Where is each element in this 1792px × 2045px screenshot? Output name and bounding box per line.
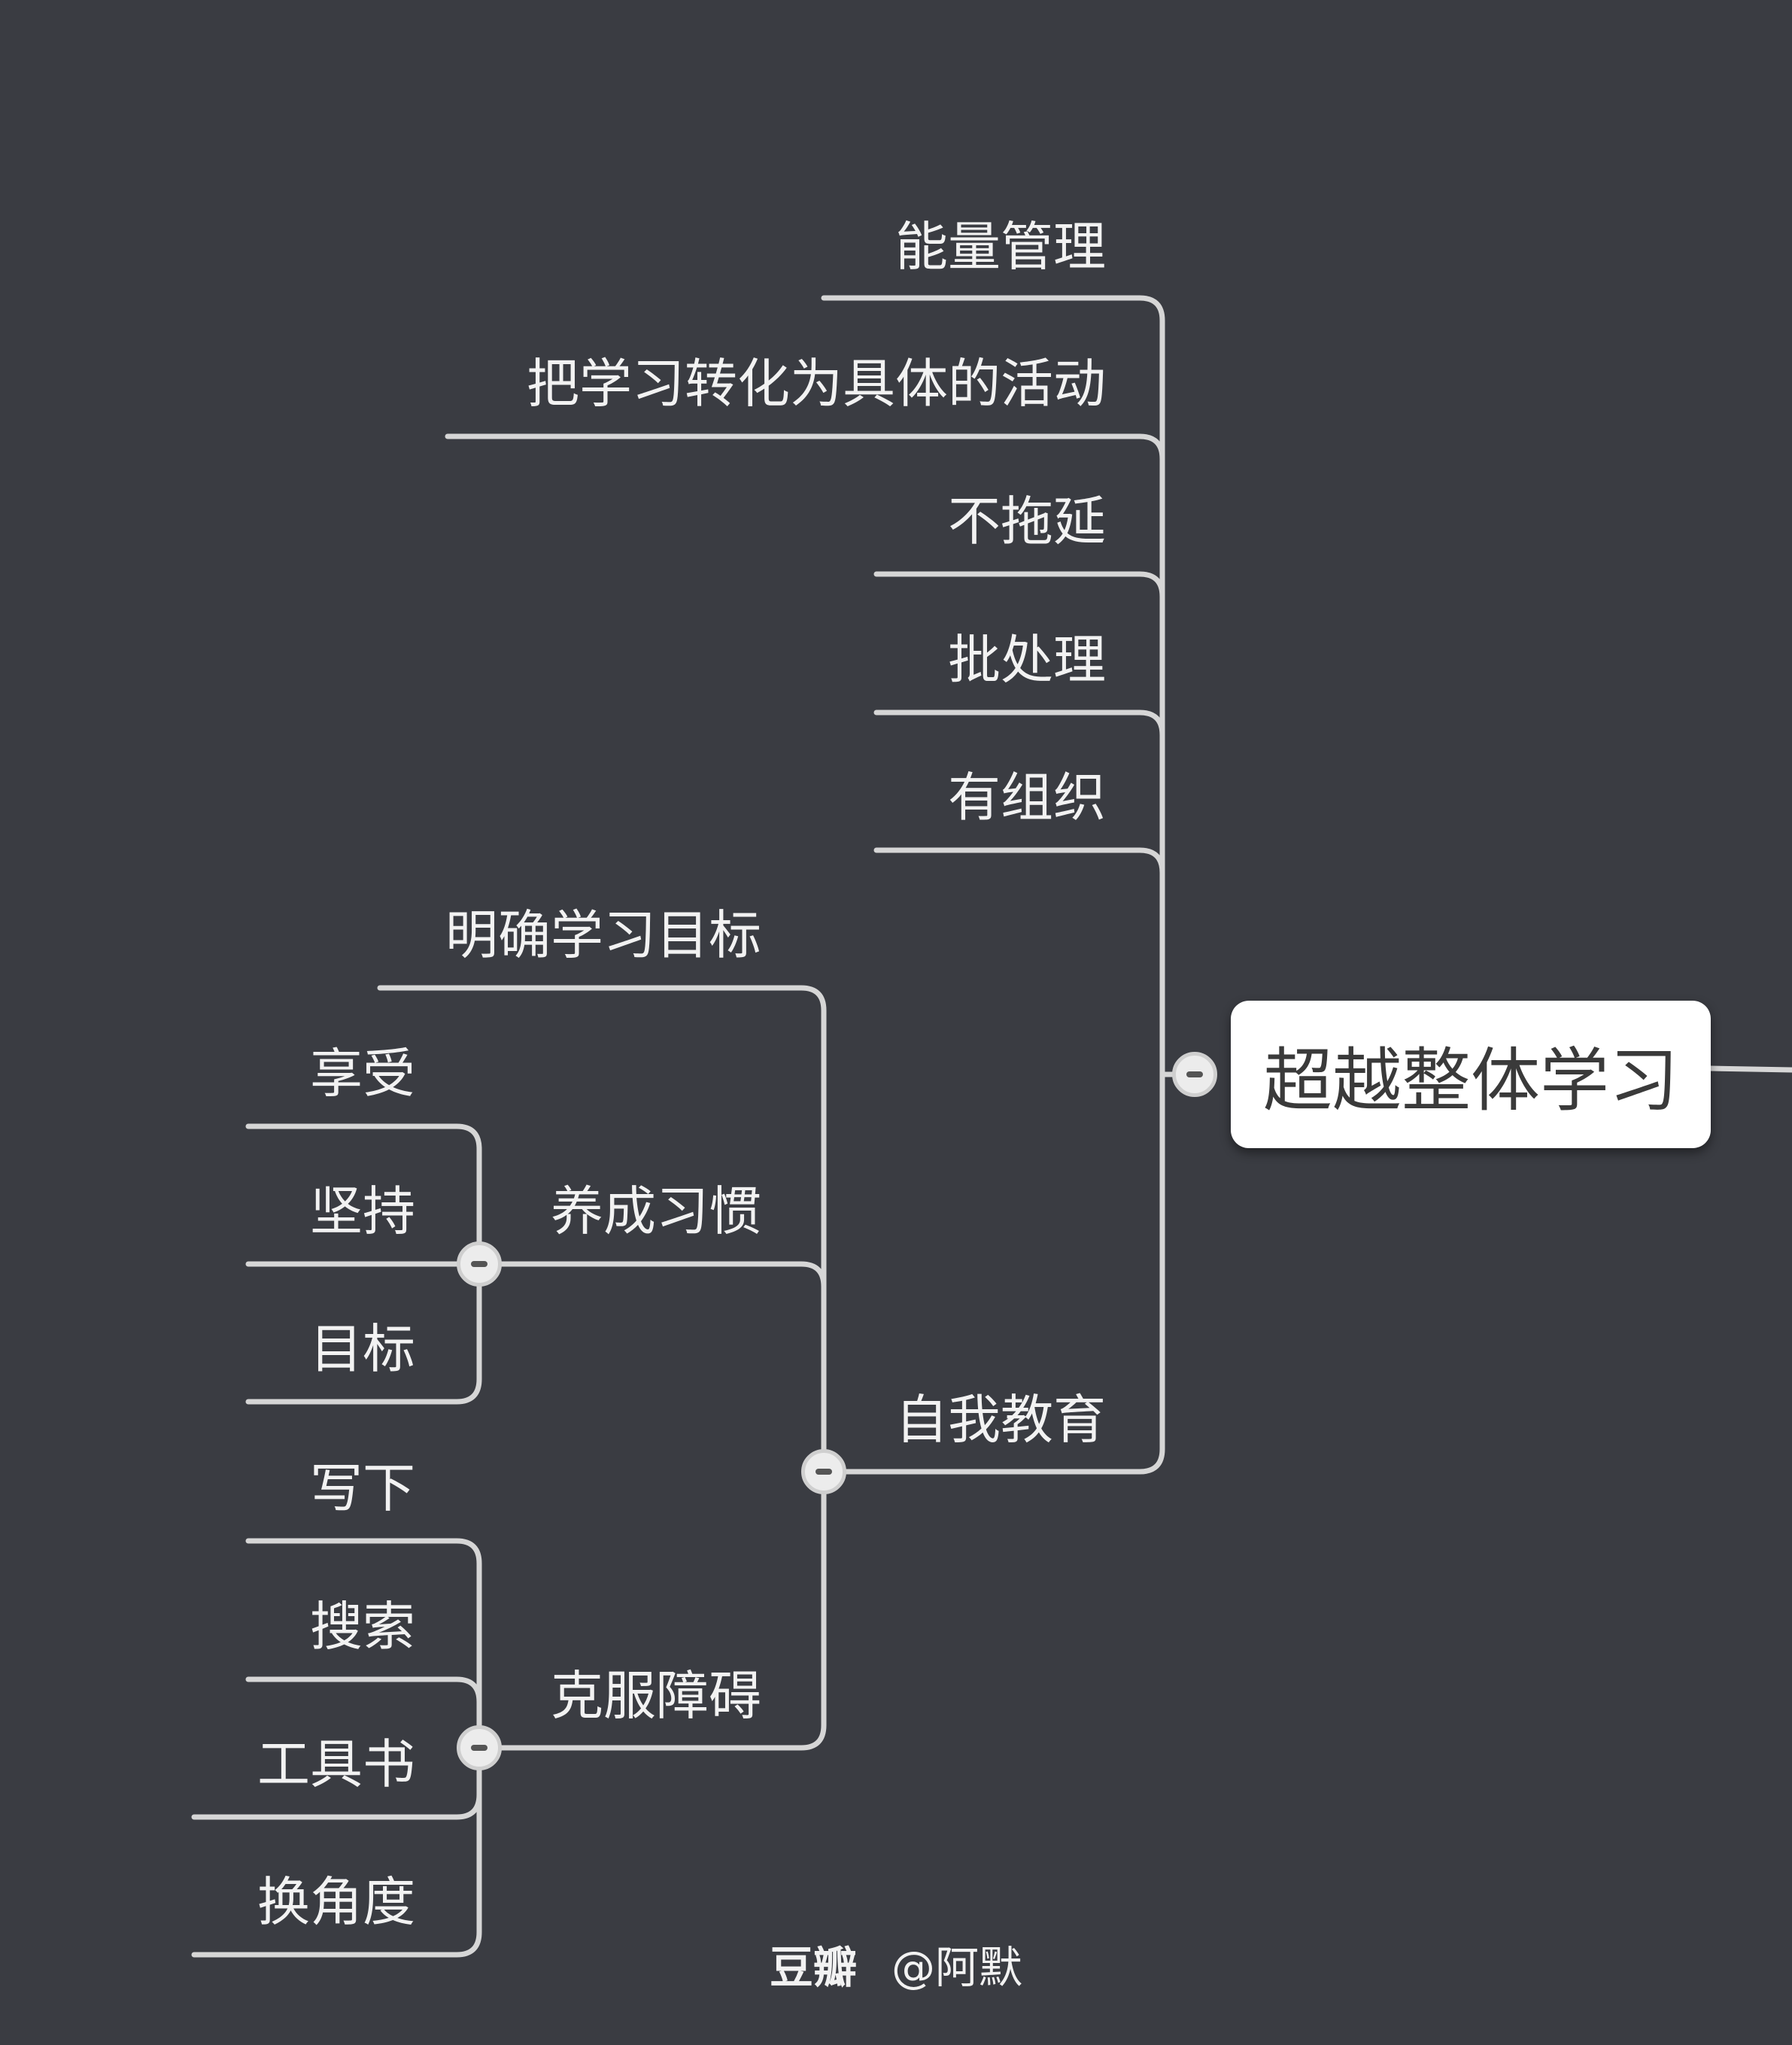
self-education-trunk-connector [377,985,827,1751]
leaf-enjoy[interactable]: 享受 [310,1043,415,1105]
branch-connector-5 [873,847,1165,876]
root-right-connector [1708,1065,1792,1073]
watermark: 豆瓣@阿默 [0,1946,1792,1989]
root-node-label: 超越整体学习 [1262,1040,1678,1121]
branch-no-procrastination[interactable]: 不拖延 [948,491,1106,552]
leaf-goal[interactable]: 目标 [310,1318,415,1380]
node-clear-learning-goals[interactable]: 明确学习目标 [445,904,761,966]
node-build-habits[interactable]: 养成习惯 [551,1181,761,1242]
branch-connector-3 [873,571,1165,600]
self-education-collapse-minus-circle-icon[interactable] [801,1449,846,1494]
watermark-brand: 豆瓣 [769,1942,857,1993]
branch-energy-management[interactable]: 能量管理 [895,216,1106,278]
leaf-persist[interactable]: 坚持 [310,1181,415,1242]
root-trunk-connector [817,295,1165,1475]
leaf-write-down[interactable]: 写下 [310,1457,415,1519]
branch-concrete-activities[interactable]: 把学习转化为具体的活动 [527,353,1106,415]
branch-connector-2 [445,433,1165,462]
obstacle-child-connector-3 [191,1791,482,1820]
obstacle-child-connector-2 [245,1676,482,1705]
branch-self-education[interactable]: 自我教育 [895,1389,1106,1451]
node-overcome-obstacles[interactable]: 克服障碍 [551,1665,761,1727]
habit-connector [497,1261,827,1290]
habits-collapse-minus-circle-icon[interactable] [457,1241,502,1287]
branch-batch-processing[interactable]: 批处理 [948,629,1106,691]
leaf-search[interactable]: 搜索 [310,1596,415,1658]
root-collapse-minus-circle-icon[interactable] [1172,1052,1217,1097]
branch-connector-4 [873,710,1165,738]
root-node[interactable]: 超越整体学习 [1231,1001,1711,1148]
branch-organized[interactable]: 有组织 [948,767,1106,828]
leaf-reference-books[interactable]: 工具书 [257,1734,415,1795]
leaf-change-perspective[interactable]: 换角度 [257,1871,415,1933]
watermark-author: @阿默 [891,1942,1023,1993]
obstacles-collapse-minus-circle-icon[interactable] [457,1725,502,1770]
